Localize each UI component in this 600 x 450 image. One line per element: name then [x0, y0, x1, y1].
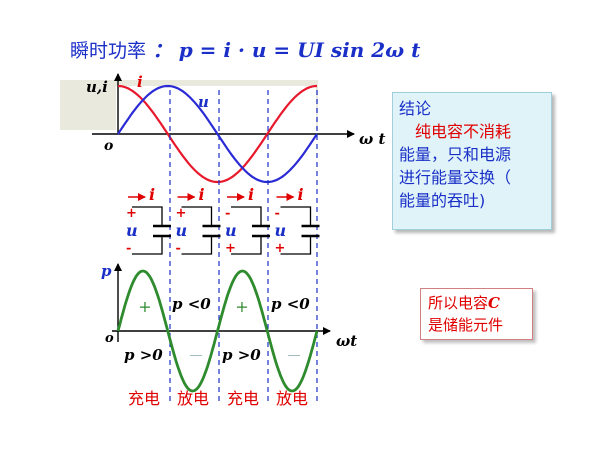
current-i-label: i: [137, 73, 143, 91]
slide-title: 瞬时功率 ： p = i · u = UI sin 2ω t: [70, 34, 420, 63]
storage-line-2: 是储能元件: [428, 316, 504, 334]
capacitor-voltage-label: u: [176, 221, 188, 240]
capacitor-state-3: i -u+: [225, 185, 270, 256]
conclusion-line-4: 能量的吞吐): [399, 191, 486, 210]
storage-line-1-text: 所以电容: [428, 294, 489, 312]
conclusion-box: 结论 纯电容不消耗 能量，只和电源 进行能量交换（ 能量的吞吐): [392, 92, 552, 230]
positive-lobe-sign-1: +: [138, 297, 151, 316]
voltage-top-sign: +: [176, 206, 187, 221]
top-x-axis-label: ω t: [359, 130, 386, 148]
voltage-top-sign: -: [275, 206, 280, 221]
circuit-wire: [280, 206, 312, 255]
capacitor-symbol: C: [488, 294, 500, 312]
p-positive-label-2: p >0: [222, 346, 261, 364]
top-y-axis-label: u,i: [86, 78, 108, 96]
capacitor-state-2: i +u-: [176, 185, 221, 256]
circuit-wire: [181, 206, 213, 255]
p-negative-label-1: p <0: [172, 295, 211, 313]
phase-label-2: 放电: [177, 389, 209, 408]
capacitor-voltage-label: u: [275, 221, 287, 240]
capacitor-state-4: i -u+: [275, 185, 320, 256]
phase-label-3: 充电: [227, 389, 259, 408]
conclusion-heading: 结论: [399, 99, 432, 118]
capacitor-state-1: i +u-: [126, 185, 171, 256]
power-x-axis-label: ωt: [336, 332, 357, 350]
voltage-top-sign: +: [126, 206, 137, 221]
capacitor-current-label: i: [298, 185, 304, 204]
negative-lobe-sign-1: —: [190, 348, 203, 363]
voltage-bottom-sign: +: [275, 241, 286, 256]
p-positive-label-1: p >0: [124, 346, 163, 364]
circuit-wire: [231, 206, 262, 255]
phase-labels: 充电 放电 充电 放电: [128, 389, 308, 408]
voltage-u-label: u: [198, 93, 209, 111]
circuit-wire: [132, 206, 163, 255]
voltage-u-curve: [117, 84, 318, 184]
power-curve: [116, 269, 319, 393]
capacitor-current-label: i: [199, 185, 205, 204]
conclusion-line-2: 能量，只和电源: [399, 145, 512, 164]
capacitor-states: i+u-i+u-i-u+i-u+: [126, 185, 320, 256]
title-colon: ：: [152, 38, 173, 62]
title-label: 瞬时功率: [70, 40, 147, 62]
phase-label-1: 充电: [128, 389, 160, 408]
voltage-bottom-sign: +: [225, 241, 236, 256]
p-negative-label-2: p <0: [271, 295, 310, 313]
power-y-axis-label: p: [101, 262, 112, 280]
capacitor-current-label: i: [248, 185, 254, 204]
negative-lobe-sign-2: —: [288, 348, 301, 363]
conclusion-line-1: 纯电容不消耗: [415, 122, 512, 141]
top-origin-label: o: [104, 138, 113, 154]
capacitor-current-label: i: [149, 185, 155, 204]
conclusion-line-3: 进行能量交换（: [399, 168, 512, 187]
capacitor-voltage-label: u: [126, 221, 138, 240]
phase-label-4: 放电: [276, 389, 308, 408]
energy-storage-box: 所以电容C 是储能元件: [420, 288, 533, 340]
quarter-period-dividers: [169, 90, 318, 405]
instantaneous-power-formula: p = i · u = UI sin 2ω t: [178, 38, 421, 62]
power-origin-label: o: [105, 331, 114, 346]
current-i-curve: [117, 84, 318, 184]
capacitor-voltage-label: u: [225, 221, 237, 240]
voltage-bottom-sign: -: [176, 241, 181, 256]
voltage-top-sign: -: [225, 206, 230, 221]
positive-lobe-sign-2: +: [235, 297, 248, 316]
voltage-bottom-sign: -: [126, 241, 131, 256]
